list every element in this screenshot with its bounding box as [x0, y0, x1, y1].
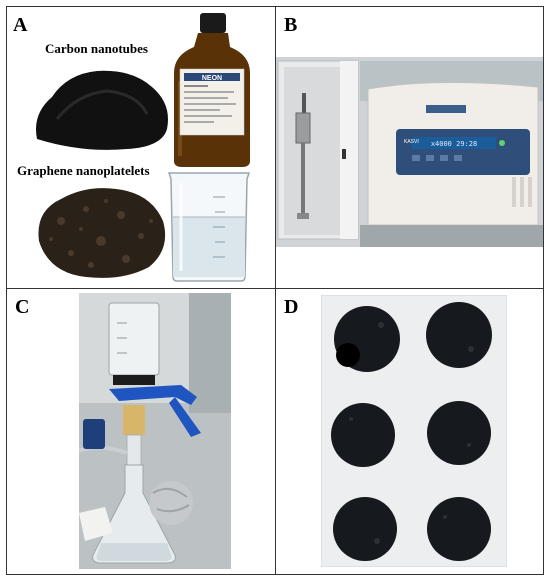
graphene-nanoplatelets-powder-image	[38, 188, 166, 278]
panel-divider-horizontal	[6, 288, 544, 289]
carbon-nanotubes-powder-image	[36, 70, 168, 150]
neon-reagent-bottle-image: NEON	[174, 13, 250, 167]
lab-equipment-photo: x4000 29:28 KASVI	[276, 57, 543, 247]
panel-b: B x4000 29:28 KASVI	[276, 7, 543, 288]
water-beaker-image	[167, 172, 251, 282]
panel-d: D	[276, 289, 543, 574]
vacuum-filtration-setup-photo	[79, 293, 231, 569]
panel-a: A Carbon nanotubes Graphene nanoplatelet…	[7, 7, 275, 288]
filtered-membrane-discs-photo	[321, 295, 507, 567]
panel-c: C	[7, 289, 275, 574]
panel-b-letter: B	[284, 14, 298, 36]
centrifuge-brand-label: KASVI	[404, 139, 419, 145]
centrifuge-display-readout: x4000 29:28	[431, 140, 477, 148]
panel-d-letter: D	[284, 296, 299, 318]
graphene-nanoplatelets-label: Graphene nanoplatelets	[17, 163, 150, 178]
carbon-nanotubes-label: Carbon nanotubes	[45, 41, 148, 56]
bottle-brand-label: NEON	[202, 75, 222, 82]
panel-a-letter: A	[13, 14, 28, 36]
panel-divider-vertical	[275, 6, 276, 575]
panel-c-letter: C	[15, 296, 30, 318]
